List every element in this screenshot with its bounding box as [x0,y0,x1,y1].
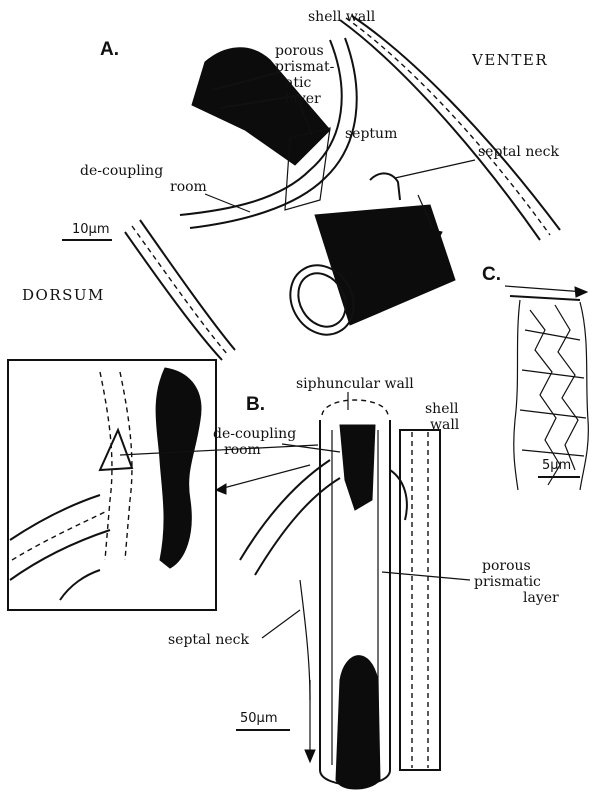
label-a-porous-3: atic [285,75,311,91]
label-b-porous-3: layer [523,590,559,606]
label-b-porous-2: prismatic [474,574,541,590]
leader-a-decoupling [205,194,250,212]
label-a-porous-2: prismat- [275,59,335,75]
panel-a-letter: A. [100,39,119,60]
scale-c-label: 5μm [542,458,571,473]
panel-b-letter: B. [246,394,265,415]
panel-c-letter: C. [482,264,501,285]
label-a-decoupling-2: room [170,179,207,195]
label-b-decoupling-2: room [224,442,261,458]
label-b-shell-1: shell [425,401,459,417]
label-a-septum: septum [345,126,397,142]
scale-b-label: 50μm [240,711,277,726]
label-b-decoupling-1: de-coupling [213,426,296,442]
label-b-shell-2: wall [430,417,460,433]
label-venter: VENTER [471,51,548,69]
label-b-siphuncular-wall: siphuncular wall [296,376,414,392]
scale-a-label: 10μm [72,222,109,237]
label-dorsum: DORSUM [22,286,105,304]
leader-b-porous [382,572,470,580]
label-b-septal-neck: septal neck [168,632,249,648]
leader-b-septal-neck [262,610,300,638]
label-a-decoupling-1: de-coupling [80,163,163,179]
label-a-septal-neck: septal neck [478,144,559,160]
label-a-porous-1: porous [275,43,324,59]
label-a-porous-4: layer [285,91,321,107]
label-a-shell-wall: shell wall [308,9,376,25]
inset-magnification [8,360,318,610]
leader-a-septal-neck [395,160,475,178]
label-b-porous-1: porous [482,558,531,574]
